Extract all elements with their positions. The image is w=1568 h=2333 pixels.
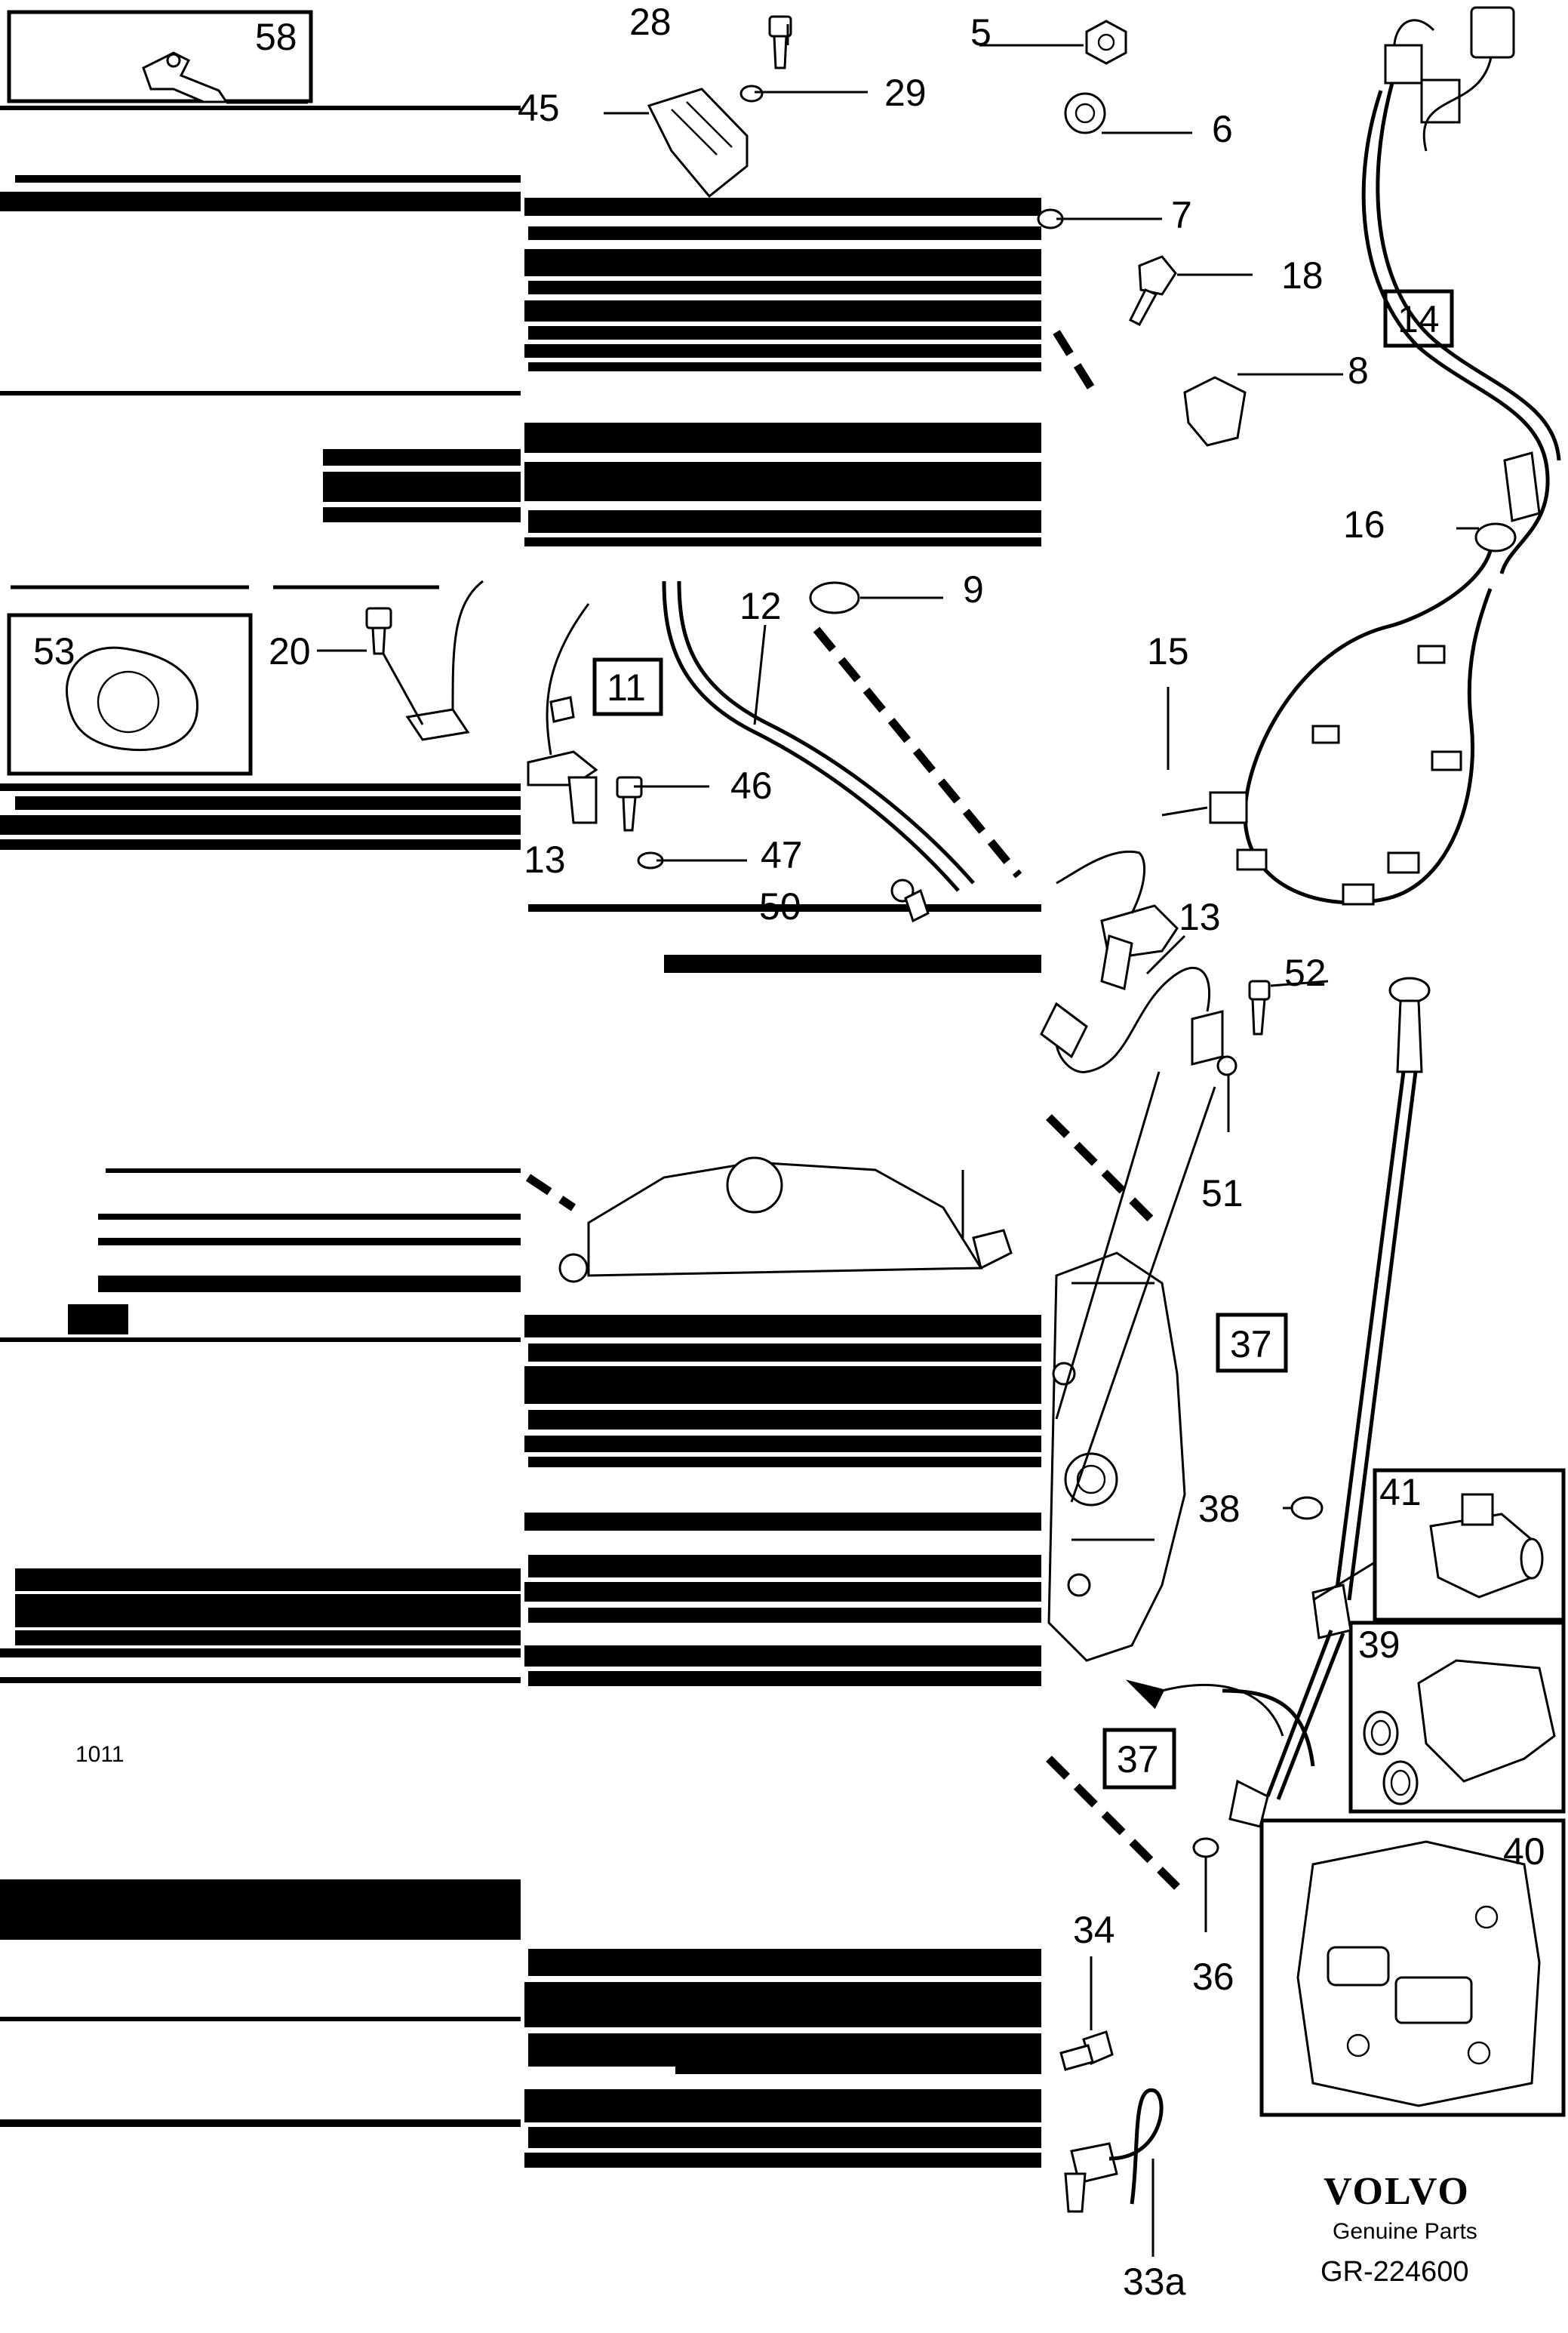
part-29 xyxy=(739,85,764,103)
part-12 xyxy=(662,580,960,892)
callout-20: 20 xyxy=(269,630,311,673)
callout-40: 40 xyxy=(1503,1830,1545,1873)
part-16 xyxy=(1474,522,1517,552)
dipstick-handle xyxy=(1388,977,1431,1004)
callout-9: 9 xyxy=(963,568,984,611)
dashed-guides xyxy=(525,330,1180,1890)
callout-53: 53 xyxy=(33,630,75,673)
callout-28: 28 xyxy=(629,1,672,43)
callout-8: 8 xyxy=(1348,349,1369,392)
callout-12: 12 xyxy=(739,585,782,627)
part-45 xyxy=(647,88,749,199)
transmission-housing-top xyxy=(587,1161,983,1277)
part-36 xyxy=(1192,1837,1219,1858)
harness-sensor-15 xyxy=(1209,791,1248,824)
callout-18: 18 xyxy=(1281,254,1324,297)
callout-33a: 33a xyxy=(1123,2261,1186,2303)
part-20 xyxy=(365,607,392,629)
callout-38: 38 xyxy=(1198,1488,1241,1530)
callout-box-14 xyxy=(1383,289,1454,348)
callout-37-upper: 37 xyxy=(1230,1323,1272,1365)
callout-6: 6 xyxy=(1212,108,1233,150)
inset-frame-39 xyxy=(1348,1620,1566,1814)
part-drawings xyxy=(66,6,1561,2213)
callout-39: 39 xyxy=(1358,1624,1400,1666)
callout-13-right: 13 xyxy=(1179,896,1221,938)
leader-lines xyxy=(226,24,1479,2257)
harness-connector-a xyxy=(1384,44,1423,85)
inset-frame-40 xyxy=(1259,1818,1566,2117)
part-40 xyxy=(1296,1840,1541,2107)
scan-artifact-text: 1011 xyxy=(75,1742,125,1767)
callout-34: 34 xyxy=(1073,1909,1115,1951)
callout-52: 52 xyxy=(1284,952,1327,994)
callout-47: 47 xyxy=(761,834,803,876)
callout-36: 36 xyxy=(1192,1956,1234,1998)
brand-tagline: Genuine Parts xyxy=(1333,2219,1477,2244)
callout-51: 51 xyxy=(1201,1172,1244,1214)
part-38 xyxy=(1290,1496,1324,1520)
part-39-seal-b xyxy=(1382,1760,1419,1805)
inset-frame-41 xyxy=(1373,1468,1566,1622)
callout-7: 7 xyxy=(1171,194,1192,236)
part-18 xyxy=(1138,255,1177,296)
diagram-reference: GR-224600 xyxy=(1321,2256,1468,2288)
dipstick-tube-clip xyxy=(1311,1584,1352,1639)
callout-13-left: 13 xyxy=(524,839,566,881)
inset-frame-53 xyxy=(7,613,253,776)
harness-14-main xyxy=(1361,90,1550,574)
callout-46: 46 xyxy=(730,765,773,807)
callout-29: 29 xyxy=(884,72,927,114)
scan-artifact-bands xyxy=(0,106,1041,2168)
part-53 xyxy=(66,646,198,752)
callout-15: 15 xyxy=(1147,630,1189,673)
callout-37-lower: 37 xyxy=(1117,1738,1159,1781)
callout-45: 45 xyxy=(518,87,560,129)
part-51 xyxy=(1191,1010,1224,1066)
valve-body xyxy=(1047,1251,1186,1662)
inset-frame-58 xyxy=(7,10,313,103)
brand-logo-text: VOLVO xyxy=(1324,2170,1470,2213)
callout-11: 11 xyxy=(607,666,646,709)
part-52 xyxy=(1248,980,1271,1001)
part-39-seal-a xyxy=(1363,1710,1399,1756)
part-39-gasket xyxy=(1417,1659,1556,1783)
callout-50: 50 xyxy=(759,885,801,928)
part-58 xyxy=(142,51,229,103)
inset-frames xyxy=(7,10,1566,2117)
callout-16: 16 xyxy=(1343,503,1385,546)
part-6 xyxy=(1064,92,1106,134)
callout-box-37-lower xyxy=(1102,1728,1176,1790)
part-5 xyxy=(1085,20,1127,65)
brand-block: VOLVO Genuine Parts GR-224600 xyxy=(1321,2170,1477,2288)
housing-bolt xyxy=(972,1229,1013,1270)
callout-58: 58 xyxy=(255,16,297,58)
callout-labels: 58 45 28 29 5 6 7 18 8 14 16 9 12 11 53 … xyxy=(33,1,1545,2303)
callout-5: 5 xyxy=(970,11,992,54)
callout-box-37-upper xyxy=(1216,1313,1288,1373)
part-8 xyxy=(1183,376,1247,447)
callout-box-11 xyxy=(592,657,663,716)
part-9 xyxy=(809,581,860,614)
part-41 xyxy=(1429,1513,1533,1599)
harness-connector-b xyxy=(1470,6,1515,59)
callout-41: 41 xyxy=(1379,1471,1422,1513)
callout-14: 14 xyxy=(1397,298,1440,340)
